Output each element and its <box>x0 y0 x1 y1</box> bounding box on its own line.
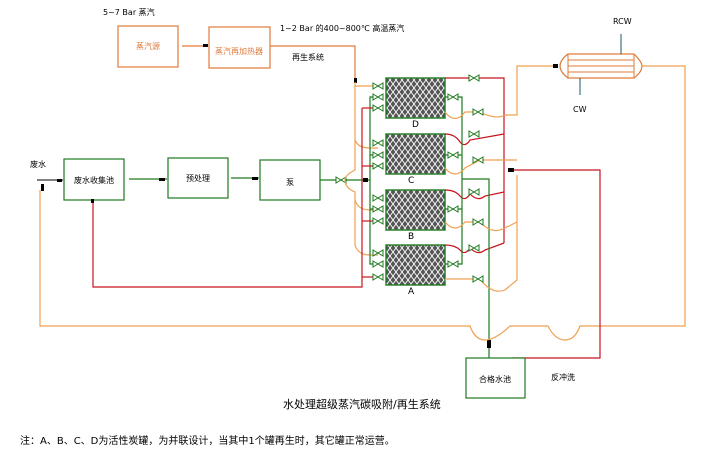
carbon-tank-c: C <box>385 133 446 186</box>
tank-label: C <box>408 176 414 186</box>
red-outlet-a <box>444 242 505 254</box>
backwash-line <box>508 169 601 359</box>
flow-arrow-icon <box>508 168 514 172</box>
steam-outlet-c <box>444 159 517 175</box>
valve-icon[interactable] <box>468 74 480 82</box>
collection-tank-label: 废水收集池 <box>74 175 114 185</box>
pretreatment-label: 预处理 <box>186 173 210 183</box>
flow-arrow-icon <box>354 78 357 83</box>
wastewater-label: 废水 <box>30 159 46 169</box>
flow-arrow-icon <box>553 64 558 68</box>
valve-icon[interactable] <box>372 273 384 281</box>
valve-icon[interactable] <box>372 93 384 101</box>
tank-label: A <box>408 287 415 297</box>
red-outlet-c <box>444 133 505 146</box>
valve-icon[interactable] <box>468 130 480 138</box>
qualified-pool-label: 合格水池 <box>479 374 511 384</box>
valve-icon[interactable] <box>468 188 480 196</box>
backwash-label: 反冲洗 <box>551 372 575 382</box>
condensate-return-line <box>39 65 686 341</box>
red-outlet-b <box>444 189 505 200</box>
steam-reheater-label: 蒸汽再加热器 <box>215 46 263 56</box>
carbon-tank-d: D <box>385 77 446 130</box>
valve-icon[interactable] <box>447 260 459 268</box>
condenser-icon <box>559 53 643 79</box>
valve-icon[interactable] <box>372 82 384 90</box>
valve-icon[interactable] <box>372 205 384 213</box>
carbon-tank-a: A <box>385 244 446 297</box>
flow-arrow-icon <box>91 199 94 203</box>
tank-label: B <box>408 232 414 242</box>
valve-icon[interactable] <box>468 244 480 252</box>
valve-icon[interactable] <box>447 93 459 101</box>
valve-icon[interactable] <box>372 217 384 225</box>
valve-icon[interactable] <box>472 108 484 116</box>
pretreatment-box: 预处理 <box>167 157 229 199</box>
steam-source-label: 蒸汽源 <box>136 41 160 51</box>
valve-icon[interactable] <box>447 205 459 213</box>
green-outlet-header <box>445 96 463 265</box>
steam-pressure-label: 5~7 Bar 蒸汽 <box>103 7 155 17</box>
valve-icon[interactable] <box>372 151 384 159</box>
steam-feed-line <box>270 45 356 82</box>
superheated-steam-label: 1~2 Bar 的400~800℃ 高温蒸汽 <box>280 23 404 33</box>
valve-icon[interactable] <box>372 139 384 147</box>
pump-label: 泵 <box>286 178 294 187</box>
steam-source-box: 蒸汽源 <box>117 25 179 68</box>
flow-arrow-icon <box>203 44 208 47</box>
red-outlet-header <box>445 77 505 243</box>
pump-box: 泵 <box>259 159 321 201</box>
flow-arrow-icon <box>363 178 368 182</box>
valve-icon[interactable] <box>372 162 384 170</box>
valve-icon[interactable] <box>472 156 484 164</box>
rcw-label: RCW <box>613 17 632 26</box>
steam-distribution-line <box>344 82 378 256</box>
flow-arrow-icon <box>159 178 165 181</box>
carbon-tank-b: B <box>385 189 446 242</box>
collection-tank-box: 废水收集池 <box>63 158 125 201</box>
treated-water-line <box>462 178 490 358</box>
valve-icon[interactable] <box>372 104 384 112</box>
valve-icon[interactable] <box>447 151 459 159</box>
cw-label: CW <box>573 105 587 114</box>
valve-icon[interactable] <box>472 275 484 283</box>
diagram-title: 水处理超级蒸汽碳吸附/再生系统 <box>283 397 441 411</box>
tank-label: D <box>412 120 419 130</box>
flow-arrow-icon <box>252 177 258 180</box>
valve-icon[interactable] <box>372 260 384 268</box>
backwash-return-line <box>92 108 363 288</box>
valve-icon[interactable] <box>472 218 484 226</box>
steam-reheater-box: 蒸汽再加热器 <box>208 26 271 69</box>
flow-arrow-icon <box>487 340 491 348</box>
flow-arrow-icon <box>57 179 62 182</box>
diagram-note: 注：A、B、C、D为活性炭罐，为并联设计，当其中1个罐再生时，其它罐正常运营。 <box>20 434 395 447</box>
qualified-pool-box: 合格水池 <box>465 357 526 399</box>
valve-icon[interactable] <box>372 194 384 202</box>
regen-system-label: 再生系统 <box>292 52 324 62</box>
flow-arrow-icon <box>41 184 44 191</box>
